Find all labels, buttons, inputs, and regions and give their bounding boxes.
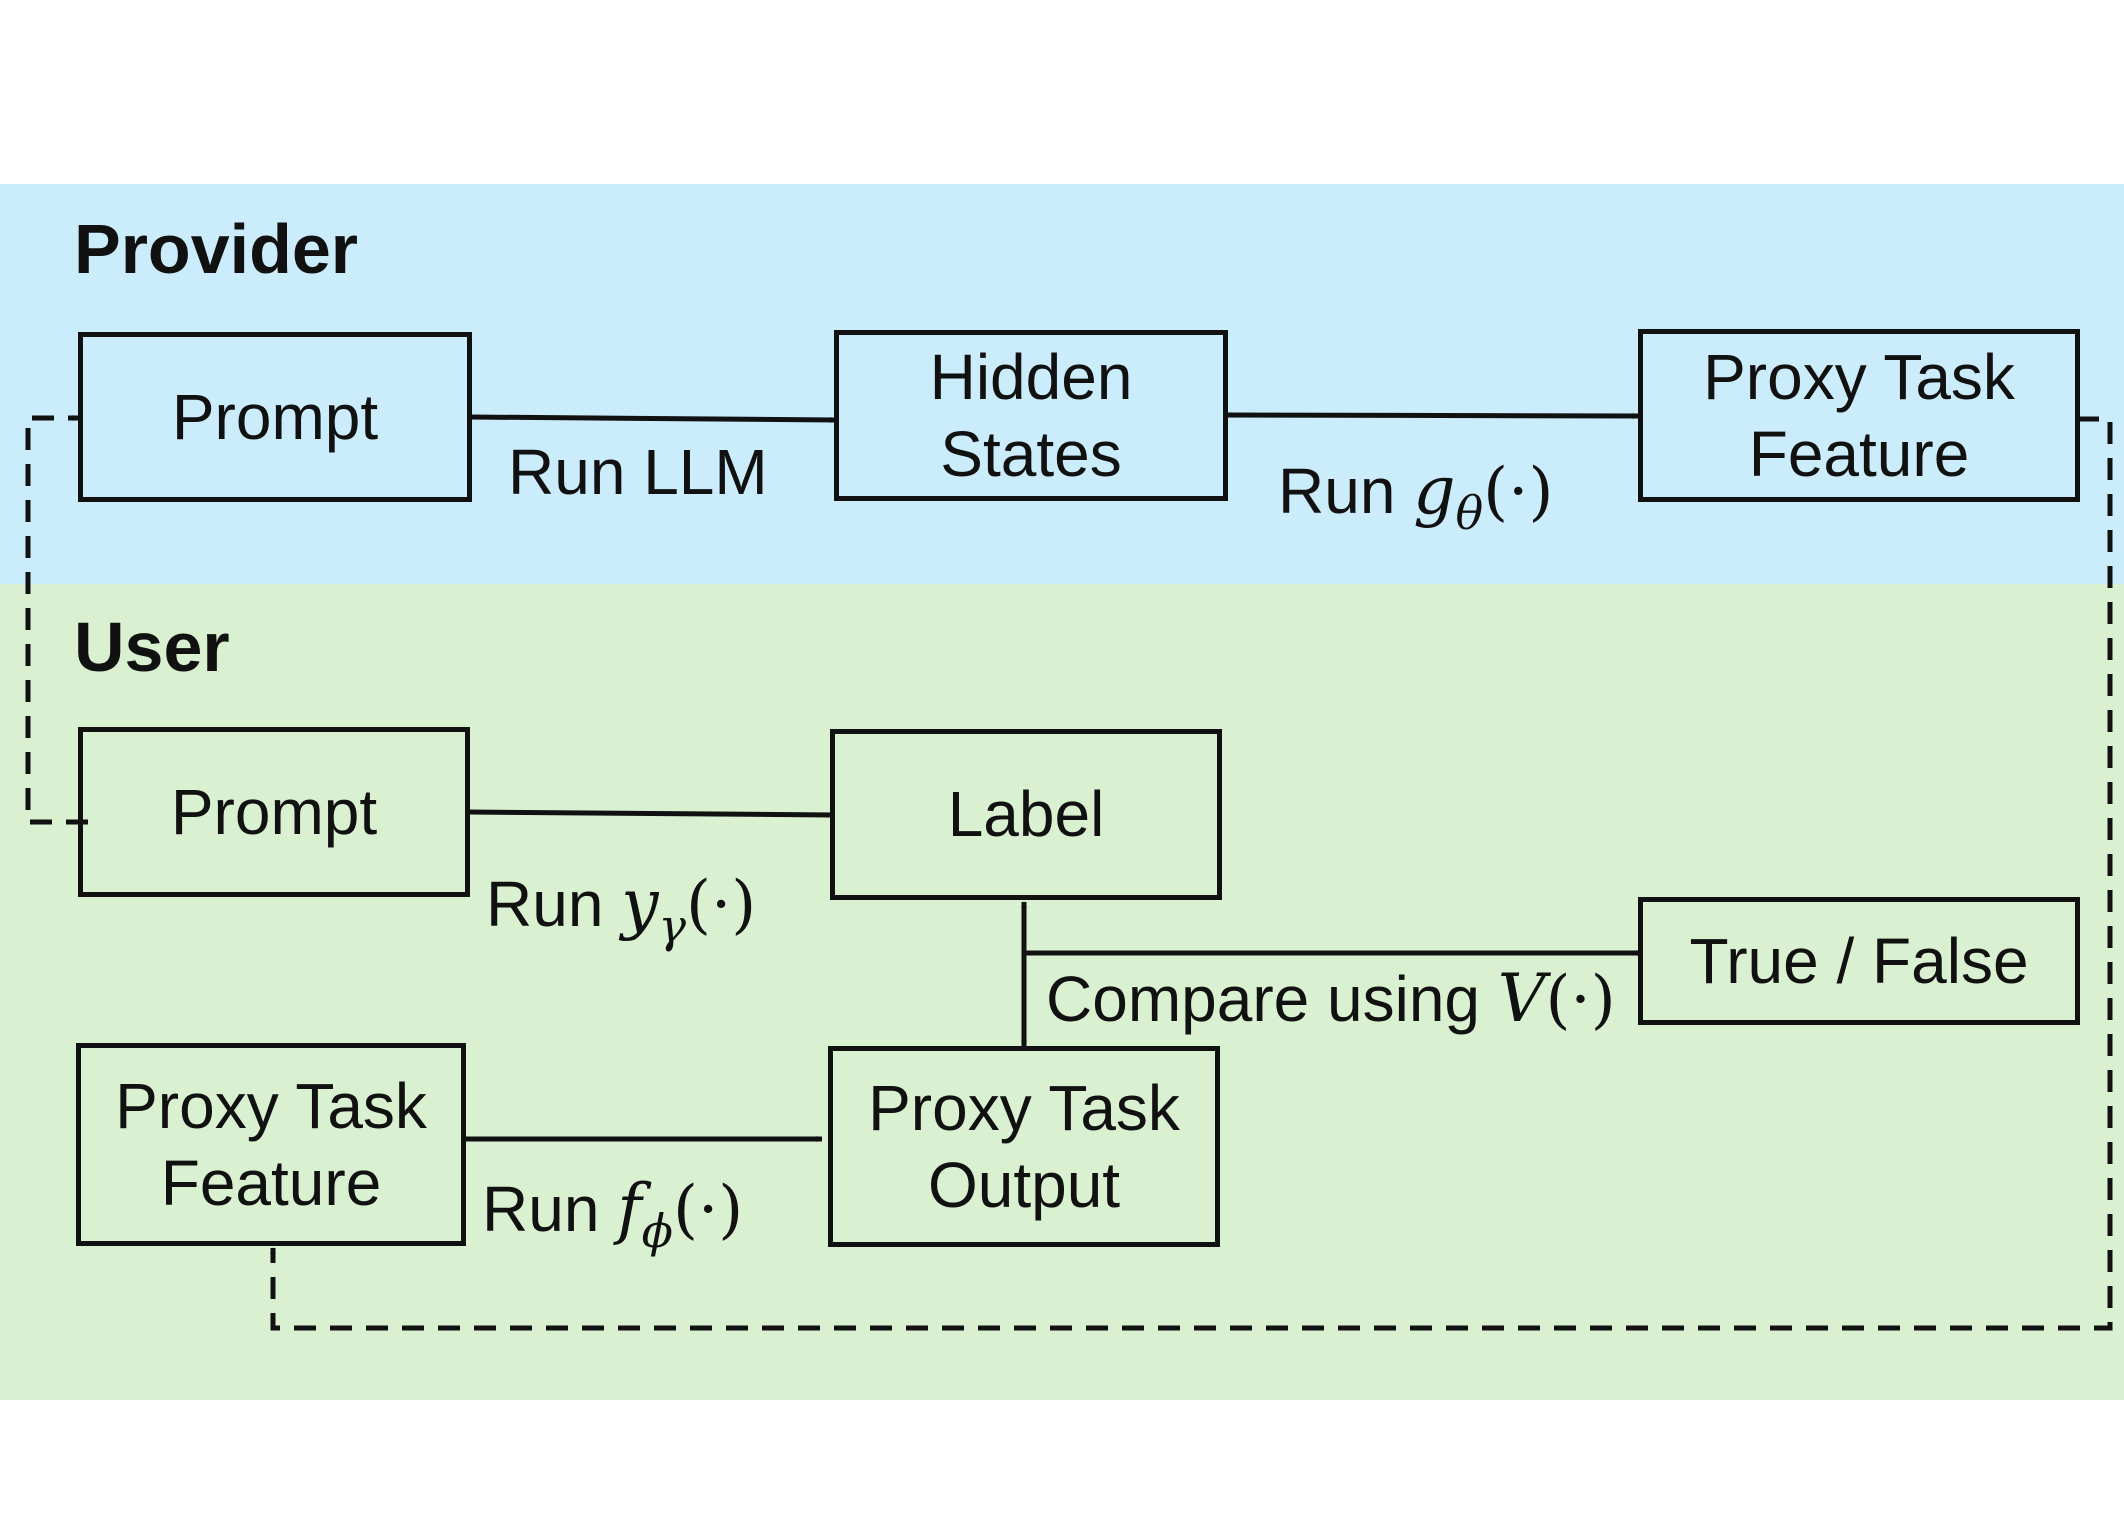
run-llm-label: Run LLM: [508, 436, 768, 508]
hidden-states-box: Hidden States: [834, 330, 1228, 501]
run-f-label: Run fϕ(·): [482, 1170, 744, 1258]
user-prompt-box: Prompt: [78, 727, 470, 897]
proxy-output-box: Proxy Task Output: [828, 1046, 1220, 1247]
user-region: [0, 584, 2124, 1400]
dashed-link-provider-feature-to-user-feature: [270, 416, 2113, 1331]
compare-label: Compare using V(·): [1046, 960, 1616, 1037]
user-proxy-feature-box: Proxy Task Feature: [76, 1043, 466, 1246]
provider-prompt-box: Prompt: [78, 332, 472, 502]
true-false-box: True / False: [1638, 897, 2080, 1025]
dashed-link-user-prompt-to-provider-prompt: [25, 415, 88, 825]
provider-proxy-feature-box: Proxy Task Feature: [1638, 329, 2080, 502]
user-section-title: User: [74, 608, 230, 686]
arrow-run-g: [1225, 412, 1639, 419]
arrow-run-llm: [469, 414, 837, 423]
arrow-run-y: [467, 809, 833, 818]
run-y-label: Run yγ(·): [486, 865, 757, 953]
provider-section-title: Provider: [74, 210, 358, 288]
label-box: Label: [830, 729, 1222, 900]
run-g-label: Run gθ(·): [1278, 452, 1554, 540]
provider-region: [0, 184, 2124, 584]
